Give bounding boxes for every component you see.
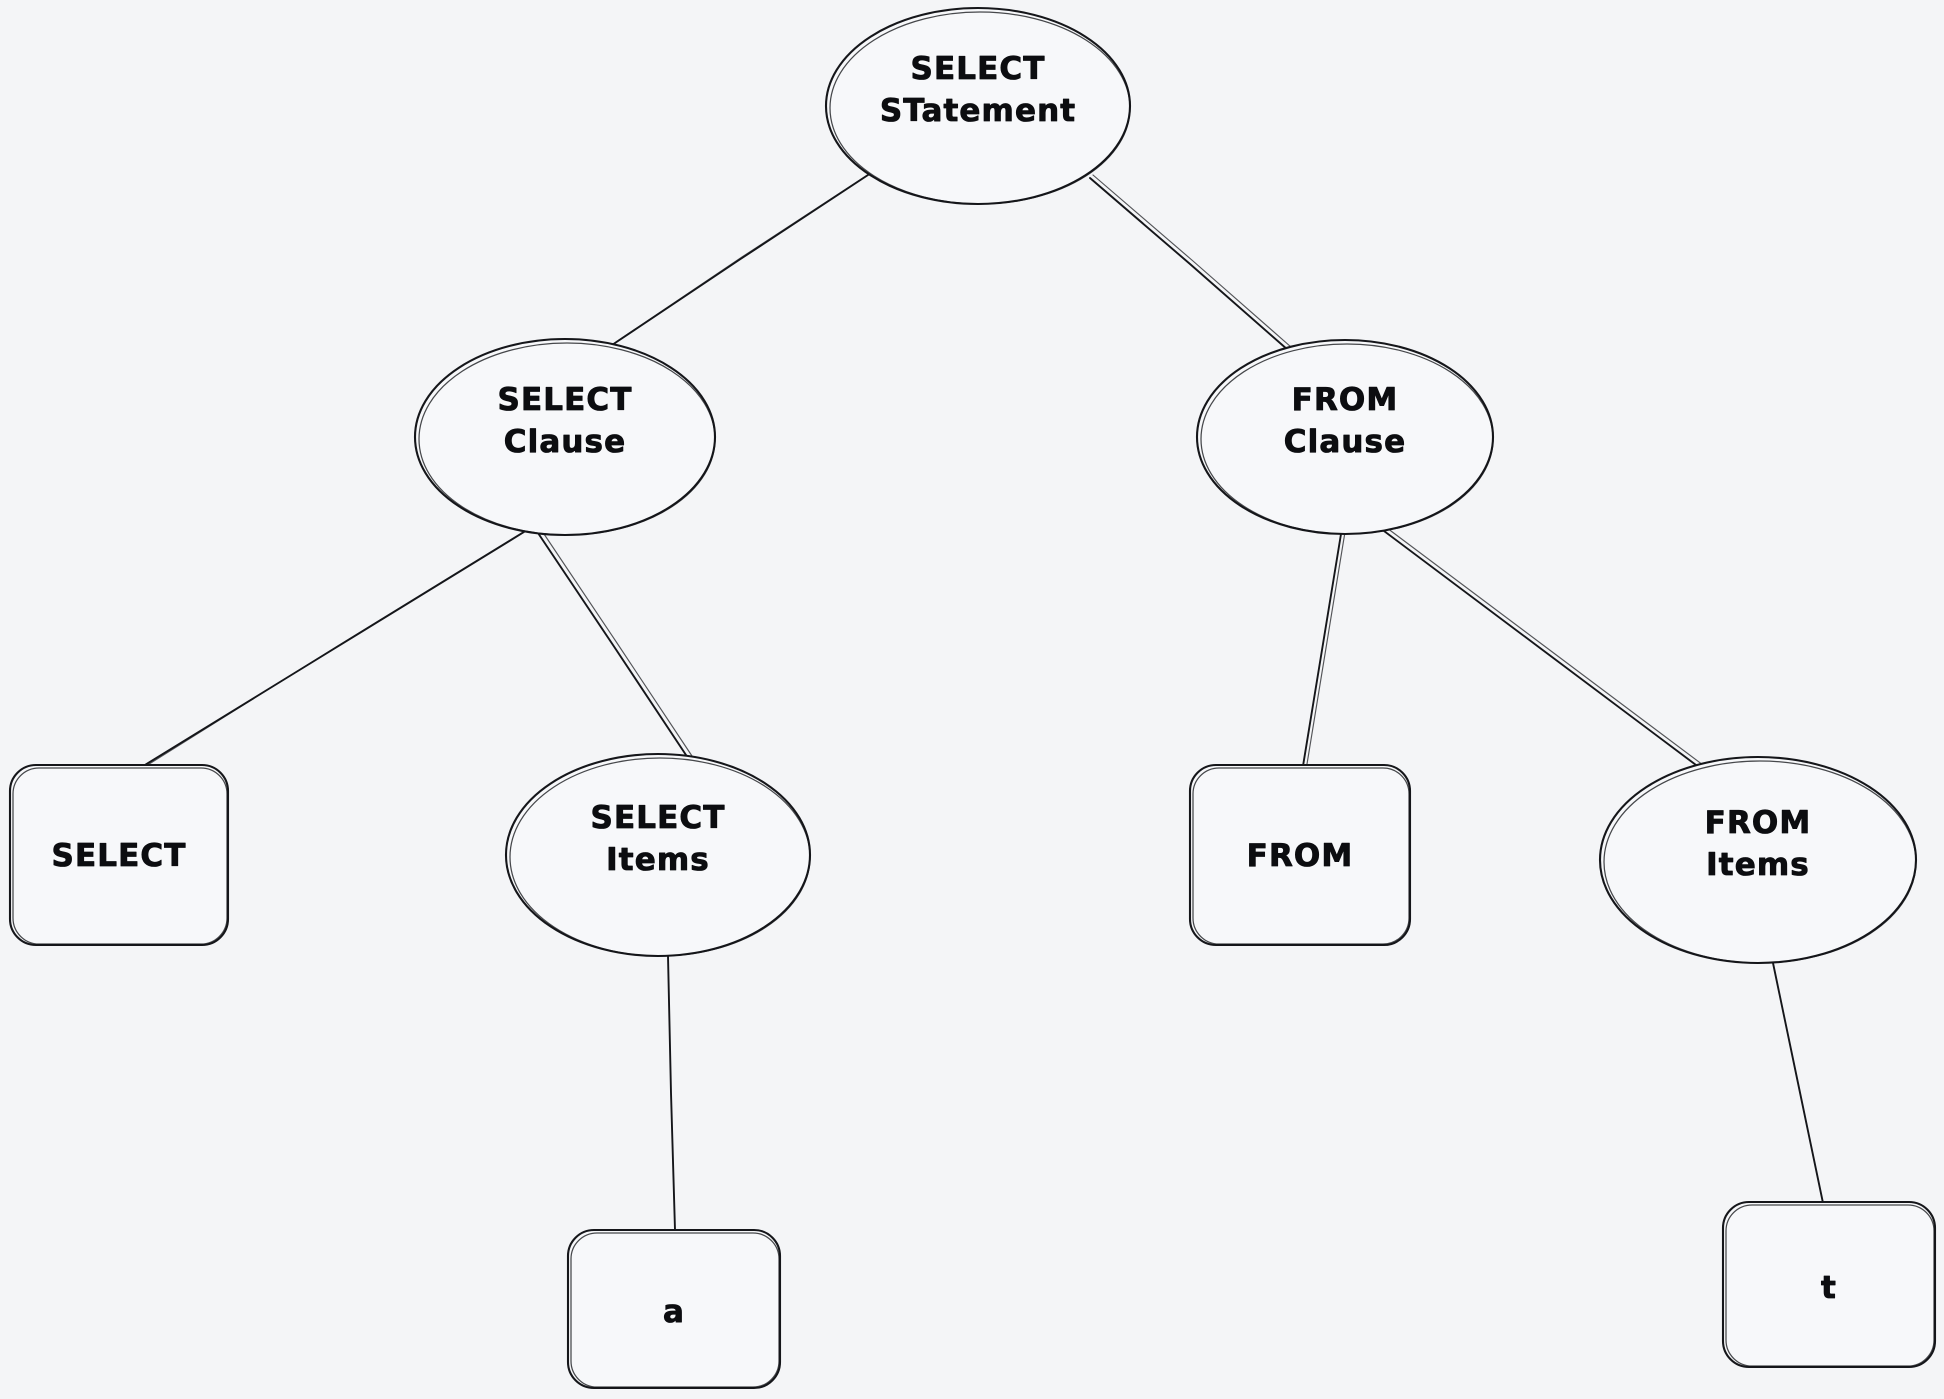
node-select-statement-line1: SELECT	[911, 51, 1046, 87]
node-from-clause-line2: Clause	[1284, 424, 1406, 460]
edge-root-to-select-clause	[611, 171, 873, 346]
node-from-terminal[interactable]: FROM	[1188, 763, 1412, 947]
edge-select-items-to-value	[667, 955, 676, 1231]
node-from-items[interactable]: FROM Items	[1598, 755, 1918, 965]
node-select-items-line1: SELECT	[591, 800, 726, 836]
node-from-terminal-label: FROM	[1247, 838, 1354, 874]
node-select-terminal-label: SELECT	[52, 838, 187, 874]
edge-layer	[139, 171, 1824, 1231]
node-select-statement-line2: STatement	[880, 93, 1076, 129]
node-from-value-t-label: t	[1821, 1270, 1837, 1306]
edge-from-clause-to-from-items	[1379, 524, 1704, 769]
node-select-clause-line1: SELECT	[498, 382, 633, 418]
edge-from-items-to-value	[1772, 962, 1824, 1204]
node-select-value-a[interactable]: a	[566, 1228, 782, 1390]
node-from-clause[interactable]: FROM Clause	[1195, 338, 1495, 536]
node-from-value-t[interactable]: t	[1721, 1200, 1937, 1369]
node-select-statement[interactable]: SELECT STatement	[824, 6, 1132, 206]
edge-select-clause-to-select-terminal	[139, 528, 529, 769]
node-from-clause-line1: FROM	[1292, 382, 1399, 418]
node-select-clause-line2: Clause	[504, 424, 626, 460]
node-layer: SELECT STatement SELECT Clause FROM Clau…	[8, 6, 1937, 1390]
node-select-value-a-label: a	[663, 1294, 685, 1330]
node-select-items-line2: Items	[606, 842, 710, 878]
node-from-items-line2: Items	[1706, 847, 1810, 883]
edge-from-clause-to-from-terminal	[1302, 531, 1346, 767]
node-select-terminal[interactable]: SELECT	[8, 763, 230, 947]
node-select-clause[interactable]: SELECT Clause	[413, 337, 717, 537]
edge-select-clause-to-select-items	[537, 530, 693, 759]
node-select-items[interactable]: SELECT Items	[504, 752, 812, 958]
node-from-items-line1: FROM	[1705, 805, 1812, 841]
edge-root-to-from-clause	[1089, 174, 1292, 351]
